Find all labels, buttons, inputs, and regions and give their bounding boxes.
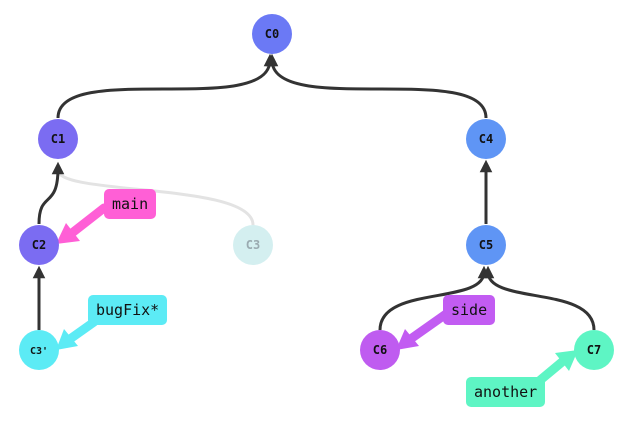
commit-c5-label: C5 (479, 238, 493, 252)
branch-side-label[interactable]: side (443, 295, 496, 325)
branch-main-label[interactable]: main (104, 189, 157, 219)
commit-c6-circle (360, 330, 400, 370)
commit-c7[interactable]: C7 (574, 330, 614, 370)
branch-bugfix-label[interactable]: bugFix* (88, 295, 168, 325)
edge-c6-c5 (378, 265, 491, 331)
commit-c0[interactable]: C0 (252, 14, 292, 54)
side-pointer-arrow (396, 309, 451, 350)
commit-c5-circle (466, 225, 506, 265)
commit-c3-prime-circle (19, 330, 59, 370)
main-pointer-arrow (56, 203, 109, 244)
commit-c1-label: C1 (51, 132, 65, 146)
commit-c3-label: C3 (246, 238, 260, 252)
commit-c7-circle (574, 330, 614, 370)
edge-c7-c5 (481, 265, 596, 331)
commit-c1[interactable]: C1 (38, 119, 78, 159)
commit-c6-label: C6 (373, 343, 387, 357)
edge-c4-c0 (265, 53, 488, 119)
commit-c3-prime-label: C3' (30, 346, 48, 357)
commit-c6[interactable]: C6 (360, 330, 400, 370)
commit-c5[interactable]: C5 (466, 225, 506, 265)
another-pointer-arrow (533, 350, 578, 387)
commit-c3-prime[interactable]: C3' (19, 330, 59, 370)
commit-c2-label: C2 (32, 238, 46, 252)
bugfix-pointer-arrow (56, 317, 99, 350)
edge-c1-c0 (56, 53, 277, 119)
commit-c1-circle (38, 119, 78, 159)
commit-c7-label: C7 (587, 343, 601, 357)
commit-c0-label: C0 (265, 27, 279, 41)
commit-c2[interactable]: C2 (19, 225, 59, 265)
commit-c2-circle (19, 225, 59, 265)
commit-c3-circle (233, 225, 273, 265)
commit-c3[interactable]: C3 (233, 225, 273, 265)
commit-c4-label: C4 (479, 132, 493, 146)
branch-another-label[interactable]: another (466, 377, 546, 407)
edge-c2-c1 (37, 161, 65, 225)
commit-c4-circle (466, 119, 506, 159)
commit-c4[interactable]: C4 (466, 119, 506, 159)
commit-c0-circle (252, 14, 292, 54)
